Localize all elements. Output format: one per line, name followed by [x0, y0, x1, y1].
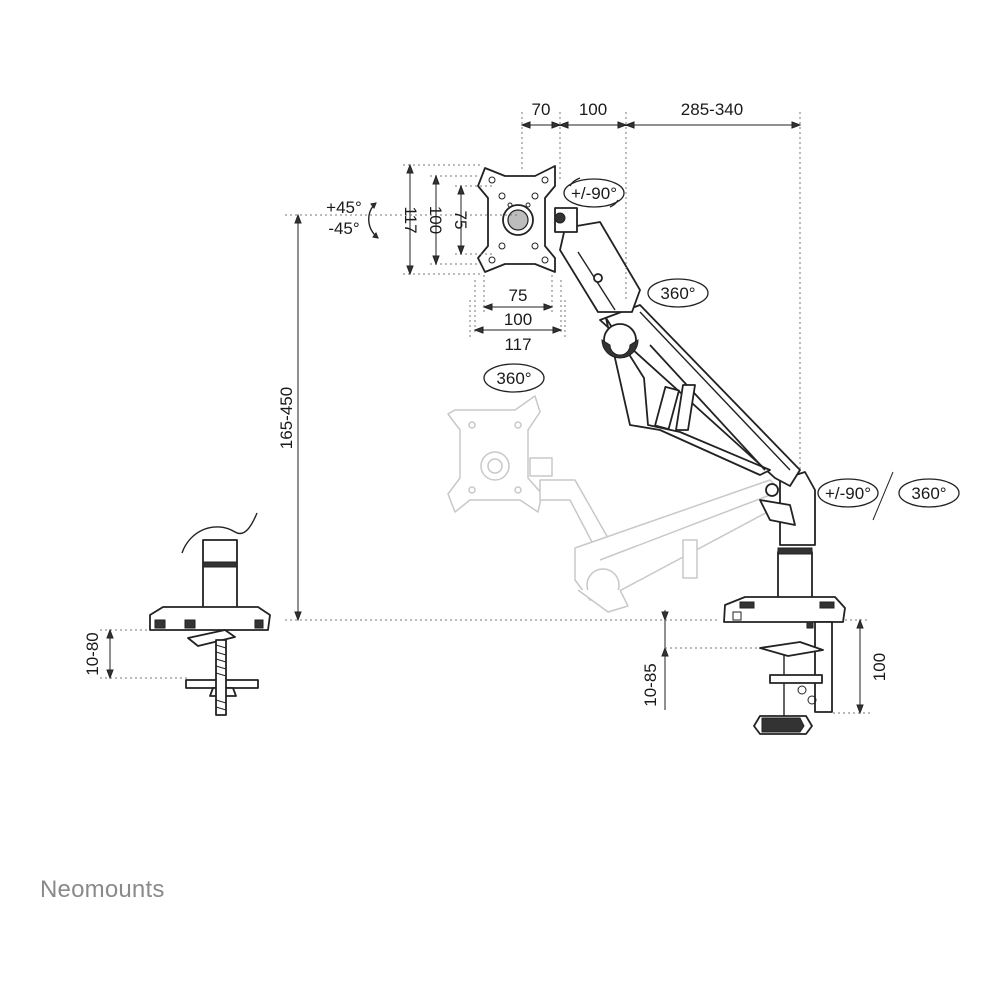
- grommet-mount-option: [149, 512, 271, 716]
- dim-vesa-w-100: 100: [504, 310, 532, 329]
- brand-logo-text: Neomounts: [40, 876, 165, 903]
- dim-top-70: 70: [532, 100, 551, 119]
- dim-clamp-height: 100: [870, 653, 889, 681]
- rotation-badge-screen: [563, 177, 625, 208]
- label-head-swivel: 360°: [496, 369, 531, 388]
- tilt-down-label: -45°: [328, 219, 359, 238]
- dim-vesa-w-75: 75: [509, 286, 528, 305]
- dim-clamp-range: 10-85: [641, 663, 660, 706]
- label-pole-rotate: +/-90°: [825, 484, 871, 503]
- dimension-lines: [100, 112, 894, 715]
- dim-vesa-h-117: 117: [401, 206, 420, 233]
- rotation-badge-pole-tilt: [817, 478, 879, 508]
- label-pole-swivel: 360°: [911, 484, 946, 503]
- dim-vesa-h-100: 100: [426, 206, 445, 234]
- dim-height-range: 165-450: [277, 387, 296, 449]
- rotation-badge-pole-swivel: [898, 478, 960, 508]
- label-arm-swivel: 360°: [660, 284, 695, 303]
- tilt-up-label: +45°: [326, 198, 362, 217]
- tilt-arc-icon: [368, 202, 379, 239]
- dim-top-100: 100: [579, 100, 607, 119]
- rotation-badge-arm: [647, 278, 709, 308]
- label-screen-rotate: +/-90°: [571, 184, 617, 203]
- ghost-arm-lowered: [447, 395, 791, 613]
- dim-grommet-range: 10-80: [83, 632, 102, 675]
- dim-vesa-w-117: 117: [504, 335, 531, 354]
- dim-top-range: 285-340: [681, 100, 743, 119]
- monitor-arm-raised: [477, 165, 846, 735]
- dim-vesa-h-75: 75: [451, 211, 470, 230]
- rotation-badge-head: [483, 363, 545, 393]
